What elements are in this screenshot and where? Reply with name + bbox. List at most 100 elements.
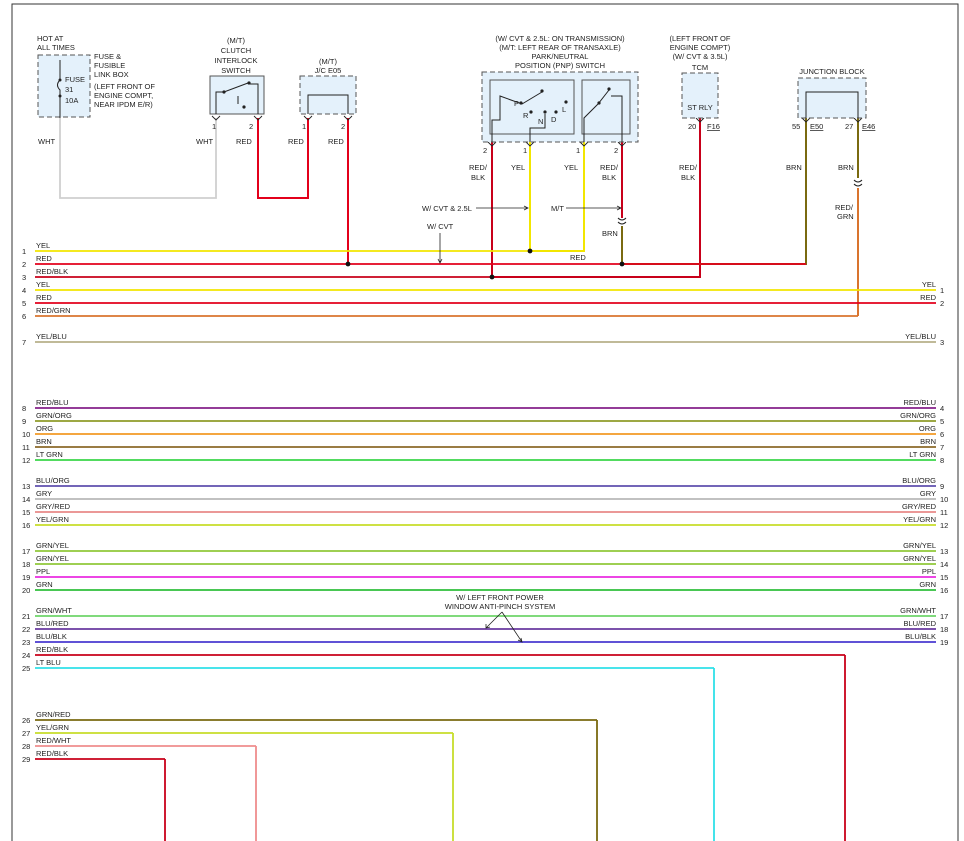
harness-left-label-5: RED xyxy=(36,293,52,302)
harness-right-pin-2: 2 xyxy=(940,299,944,308)
pin-terminal-icon xyxy=(579,141,589,147)
harness-right-label-11: GRY/RED xyxy=(902,502,937,511)
pin-terminal-icon xyxy=(853,117,863,123)
junction-wire-label-3a: RED/ xyxy=(835,203,854,212)
pnp-wire-label-1a: RED/ xyxy=(469,163,488,172)
pnp-switch: (W/ CVT & 2.5L: ON TRANSMISSION) (M/T: L… xyxy=(469,34,639,182)
harness-left-label-29: RED/BLK xyxy=(36,749,68,758)
junction-caption: JUNCTION BLOCK xyxy=(799,67,864,76)
harness-right-pin-17: 17 xyxy=(940,612,948,621)
pnp-contact-icon xyxy=(519,101,523,105)
harness-left-pin-15: 15 xyxy=(22,508,30,517)
harness-right-label-9: BLU/ORG xyxy=(902,476,936,485)
tcm: (LEFT FRONT OF ENGINE COMPT) (W/ CVT & 3… xyxy=(670,34,731,182)
fuse-terminal-icon xyxy=(58,94,62,98)
harness-right-label-1: YEL xyxy=(922,280,936,289)
junction-wire-label-2: BRN xyxy=(838,163,854,172)
harness-right-pin-11: 11 xyxy=(940,508,948,517)
pin-terminal-icon xyxy=(487,141,497,147)
jc-bus-icon xyxy=(307,94,349,114)
clutch-caption-2: CLUTCH xyxy=(221,46,251,55)
harness-right-label-4: RED/BLU xyxy=(903,398,936,407)
harness-left-pin-18: 18 xyxy=(22,560,30,569)
pin-terminal-icon xyxy=(525,141,535,147)
harness-left-label-14: GRY xyxy=(36,489,52,498)
tcm-inner-label: ST RLY xyxy=(687,103,713,112)
clutch-interlock-switch: (M/T) CLUTCH INTERLOCK SWITCH 1 2 WHT RE… xyxy=(196,36,265,146)
tcm-caption-4: TCM xyxy=(692,63,708,72)
harness-left-label-18: GRN/YEL xyxy=(36,554,69,563)
pnp-wire-label-3: YEL xyxy=(564,163,578,172)
harness-left-label-2: RED xyxy=(36,254,52,263)
pnp-pos-l: L xyxy=(562,105,566,114)
junction-bus-icon xyxy=(805,91,859,118)
tcm-wire-label-b: BLK xyxy=(681,173,695,182)
harness-right-pin-3: 3 xyxy=(940,338,944,347)
pin-terminal-icon xyxy=(343,115,353,121)
fuse-caption-1: HOT AT xyxy=(37,34,64,43)
harness-right-label-19: BLU/BLK xyxy=(905,632,936,641)
diagram-frame xyxy=(11,3,959,841)
pin-terminal-icon xyxy=(617,141,627,147)
harness-left-label-17: GRN/YEL xyxy=(36,541,69,550)
harness-left-label-27: YEL/GRN xyxy=(36,723,69,732)
inline-connector-icon xyxy=(853,179,863,187)
harness-left-label-1: YEL xyxy=(36,241,50,250)
harness-right-pin-1: 1 xyxy=(940,286,944,295)
clutch-box xyxy=(209,75,265,115)
harness-left-pin-23: 23 xyxy=(22,638,30,647)
tcm-caption-1: (LEFT FRONT OF xyxy=(670,34,731,43)
jc-caption-2: J/C E05 xyxy=(315,66,342,75)
pnp-pin-4: 2 xyxy=(614,146,618,155)
clutch-caption-3: INTERLOCK xyxy=(215,56,258,65)
wire-fuse-wht xyxy=(59,118,217,199)
pin-terminal-icon xyxy=(695,117,705,123)
annotation-cvt: W/ CVT xyxy=(427,222,454,231)
tcm-caption-3: (W/ CVT & 3.5L) xyxy=(673,52,728,61)
harness-left-label-16: YEL/GRN xyxy=(36,515,69,524)
pnp-wire-label-1b: BLK xyxy=(471,173,485,182)
harness-right-pin-7: 7 xyxy=(940,443,944,452)
harness-left-pin-7: 7 xyxy=(22,338,26,347)
harness-left-label-28: RED/WHT xyxy=(36,736,71,745)
jc-wire-label-1: RED xyxy=(288,137,304,146)
annotation-red-line2: RED xyxy=(570,253,586,262)
harness-left-pin-14: 14 xyxy=(22,495,30,504)
jc-wire-label-2: RED xyxy=(328,137,344,146)
pnp-wire-label-2: YEL xyxy=(511,163,525,172)
clutch-wire-label-wht: WHT xyxy=(196,137,213,146)
harness-right-label-12: YEL/GRN xyxy=(903,515,936,524)
harness-right-pin-9: 9 xyxy=(940,482,944,491)
harness-left-label-23: BLU/BLK xyxy=(36,632,67,641)
junction-connector-1: E50 xyxy=(810,122,823,131)
jc-pin-2: 2 xyxy=(341,122,345,131)
tcm-box xyxy=(681,72,719,119)
harness-left-label-21: GRN/WHT xyxy=(36,606,72,615)
clutch-caption-1: (M/T) xyxy=(227,36,245,45)
junction-connector-2: E46 xyxy=(862,122,875,131)
joint-connector-e05: (M/T) J/C E05 1 2 RED RED xyxy=(288,57,357,146)
annotation-mt-arrow xyxy=(566,205,622,211)
pnp-pin-3: 1 xyxy=(576,146,580,155)
harness-left-pin-16: 16 xyxy=(22,521,30,530)
fuse-caption-2: ALL TIMES xyxy=(37,43,75,52)
harness-left-pin-2: 2 xyxy=(22,260,26,269)
harness-left-label-12: LT GRN xyxy=(36,450,63,459)
splice-dot xyxy=(527,248,533,254)
harness-right-label-10: GRY xyxy=(920,489,936,498)
harness-right-pin-12: 12 xyxy=(940,521,948,530)
harness-left-pin-29: 29 xyxy=(22,755,30,764)
harness-left-pin-8: 8 xyxy=(22,404,26,413)
clutch-contact-icon xyxy=(242,105,246,109)
harness-left-label-15: GRY/RED xyxy=(36,502,71,511)
clutch-switch-icon xyxy=(215,82,259,114)
harness-left-label-24: RED/BLK xyxy=(36,645,68,654)
harness-right-label-13: GRN/YEL xyxy=(903,541,936,550)
clutch-wire-label-red: RED xyxy=(236,137,252,146)
harness-right-pin-5: 5 xyxy=(940,417,944,426)
clutch-contact-icon xyxy=(222,90,226,94)
harness-right-pin-10: 10 xyxy=(940,495,948,504)
junction-box xyxy=(797,77,867,119)
pnp-pin-1: 2 xyxy=(483,146,487,155)
